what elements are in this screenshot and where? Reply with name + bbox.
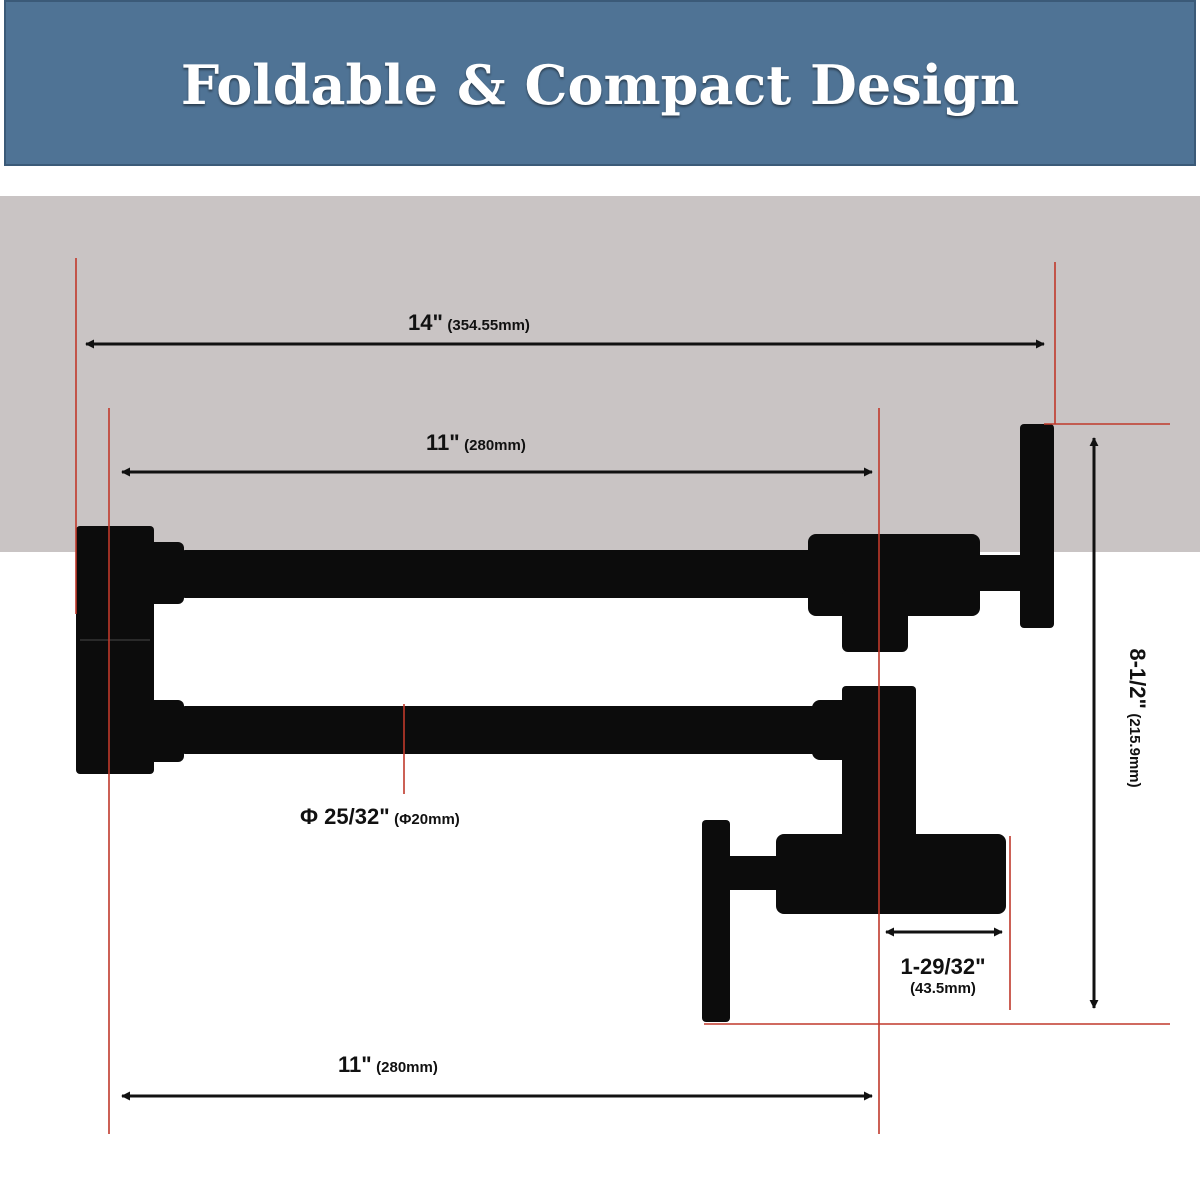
pipe-diameter-metric: (Φ20mm) [394,811,460,828]
upper-arm-value: 11" [426,430,460,455]
pipe-diameter-value: Φ 25/32" [300,804,390,829]
overall-width-metric: (354.55mm) [447,317,530,334]
upper-arm-label: 11" (280mm) [426,430,526,456]
pipe-diameter-label: Φ 25/32" (Φ20mm) [300,804,460,830]
lower-handle [702,820,730,1022]
outlet-offset-label: 1-29/32" (43.5mm) [888,954,998,997]
height-metric: (215.9mm) [1126,713,1143,788]
spout-body [776,834,1006,914]
title-banner: Foldable & Compact Design [4,0,1196,166]
upper-stem [976,555,1024,591]
height-label: 8-1/2" (215.9mm) [1124,598,1150,838]
overall-width-label: 14" (354.55mm) [408,310,530,336]
pot-filler-faucet [76,424,1054,1022]
upper-swivel [842,590,908,652]
upper-handle [1020,424,1054,628]
outlet-offset-metric: (43.5mm) [910,980,976,997]
wall-background [0,196,1200,552]
guide-lines [75,258,1170,1134]
height-value: 8-1/2" [1125,648,1150,709]
overall-width-value: 14" [408,310,443,335]
lower-arm-label: 11" (280mm) [338,1052,438,1078]
wall-mount-block [76,526,154,774]
lower-arm [182,706,822,754]
upper-arm-metric: (280mm) [464,437,526,454]
lower-stem [726,856,782,890]
lower-joint [148,700,184,762]
page-title: Foldable & Compact Design [180,53,1020,117]
lower-arm-value: 11" [338,1052,372,1077]
lower-arm-metric: (280mm) [376,1059,438,1076]
upper-joint [148,542,184,604]
outlet-offset-value: 1-29/32" [900,954,986,979]
upper-arm [182,550,812,598]
dimension-arrows [85,339,1099,1101]
